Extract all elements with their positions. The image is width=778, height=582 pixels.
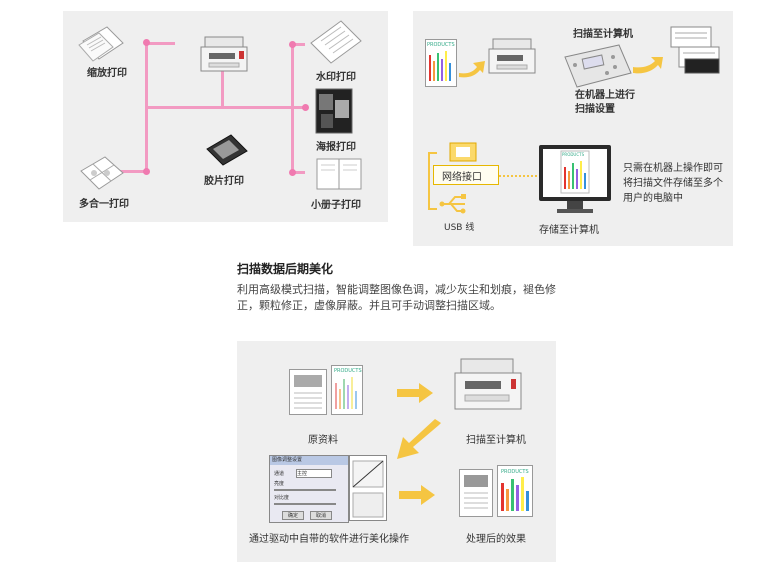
booklet-print-label: 小册子打印 [311, 200, 361, 211]
printer-icon [200, 36, 248, 72]
connector-line [291, 171, 305, 174]
poster-print-label: 海报打印 [316, 142, 356, 153]
processed-result-label: 处理后的效果 [466, 534, 526, 545]
section-paragraph: 利用高级模式扫描，智能调整图像色调，减少灰尘和划痕，褪色修正，颗粒修正，虚像屏蔽… [237, 283, 556, 312]
connector-dot [289, 41, 296, 48]
dialog-brightness-label: 亮度 [274, 481, 285, 487]
multi-up-print-label: 多合一打印 [79, 199, 129, 210]
dotted-connector [499, 175, 537, 177]
computer-screens-icon [670, 26, 720, 74]
connector-line [109, 170, 148, 173]
printer-icon [488, 38, 536, 74]
dialog-contrast-label: 对比度 [274, 495, 290, 501]
products-document-icon [425, 39, 457, 87]
scale-print-label: 缩放打印 [87, 68, 127, 79]
products-label: PRODUCTS [562, 152, 585, 157]
brightness-slider[interactable] [274, 489, 336, 491]
booklet-print-illustration [316, 158, 362, 190]
dialog-channel-select[interactable]: 主控 [296, 469, 332, 478]
connector-line [145, 42, 175, 45]
connector-line [147, 106, 305, 109]
dialog-titlebar: 图像调整设置 [270, 456, 348, 465]
print-features-panel: 缩放打印 多合一打印 胶片打印 水印打印 海报打印 [63, 11, 388, 222]
adjustment-dialog: 图像调整设置 通道 主控 亮度 对比度 确定 取消 [269, 455, 349, 523]
connector-dot [289, 169, 296, 176]
connector-line [291, 43, 305, 46]
control-panel-icon [564, 44, 632, 88]
original-label: 原资料 [308, 435, 338, 446]
section-heading: 扫描数据后期美化 [237, 262, 334, 276]
products-label: PRODUCTS [501, 469, 529, 475]
scan-description: 只需在机器上操作即可 将扫描文件存储至多个 用户的电脑中 [623, 163, 723, 204]
dialog-ok-button[interactable]: 确定 [282, 511, 304, 520]
arrow-icon [459, 61, 485, 78]
network-port-label: 网络接口 [442, 172, 482, 183]
network-port-icon [449, 142, 477, 162]
scale-print-illustration [78, 26, 124, 62]
beautify-panel: PRODUCTS 原资料 扫描至计算机 图像调整设置 通道 主控 亮度 对比度 … [237, 341, 556, 562]
arrow-icon [397, 419, 441, 459]
scan-to-pc-panel: PRODUCTS 扫描至计算机 在机器上进行 扫描设置 网络接口 USB 线 [413, 11, 733, 246]
histogram-panel [349, 455, 387, 521]
connector-dot [302, 104, 309, 111]
watermark-print-illustration [310, 20, 362, 64]
bracket-icon [428, 152, 437, 210]
arrow-icon [633, 57, 663, 74]
connector-dot [143, 168, 150, 175]
contrast-slider[interactable] [274, 503, 336, 505]
store-to-pc-label: 存储至计算机 [539, 225, 599, 236]
poster-print-illustration [315, 88, 353, 134]
original-document-icon [289, 369, 327, 415]
products-label: PRODUCTS [334, 368, 362, 374]
usb-cable-label: USB 线 [444, 223, 475, 233]
products-document-icon [331, 365, 363, 415]
printer-icon [454, 358, 522, 410]
connector-line [291, 43, 294, 173]
watermark-print-label: 水印打印 [316, 72, 356, 83]
arrow-icon [399, 485, 435, 505]
scan-to-pc-title: 扫描至计算机 [573, 29, 633, 40]
driver-software-label: 通过驱动中自带的软件进行美化操作 [249, 534, 409, 545]
connector-line [145, 41, 148, 173]
monitor-icon [539, 145, 611, 213]
dialog-cancel-button[interactable]: 取消 [310, 511, 332, 520]
film-print-label: 胶片打印 [204, 176, 244, 187]
products-label: PRODUCTS [427, 42, 455, 48]
scan-settings-label: 在机器上进行 扫描设置 [575, 90, 635, 115]
usb-icon [439, 194, 466, 214]
scan-to-pc-label: 扫描至计算机 [466, 435, 526, 446]
network-port-box [433, 165, 499, 185]
arrow-icon [397, 383, 433, 403]
film-print-illustration [206, 134, 248, 166]
connector-line [221, 69, 224, 108]
processed-document-icon [459, 469, 493, 517]
processed-products-icon [497, 465, 533, 517]
multi-up-print-illustration [80, 156, 124, 190]
connector-dot [143, 39, 150, 46]
dialog-channel-label: 通道 [274, 471, 285, 477]
